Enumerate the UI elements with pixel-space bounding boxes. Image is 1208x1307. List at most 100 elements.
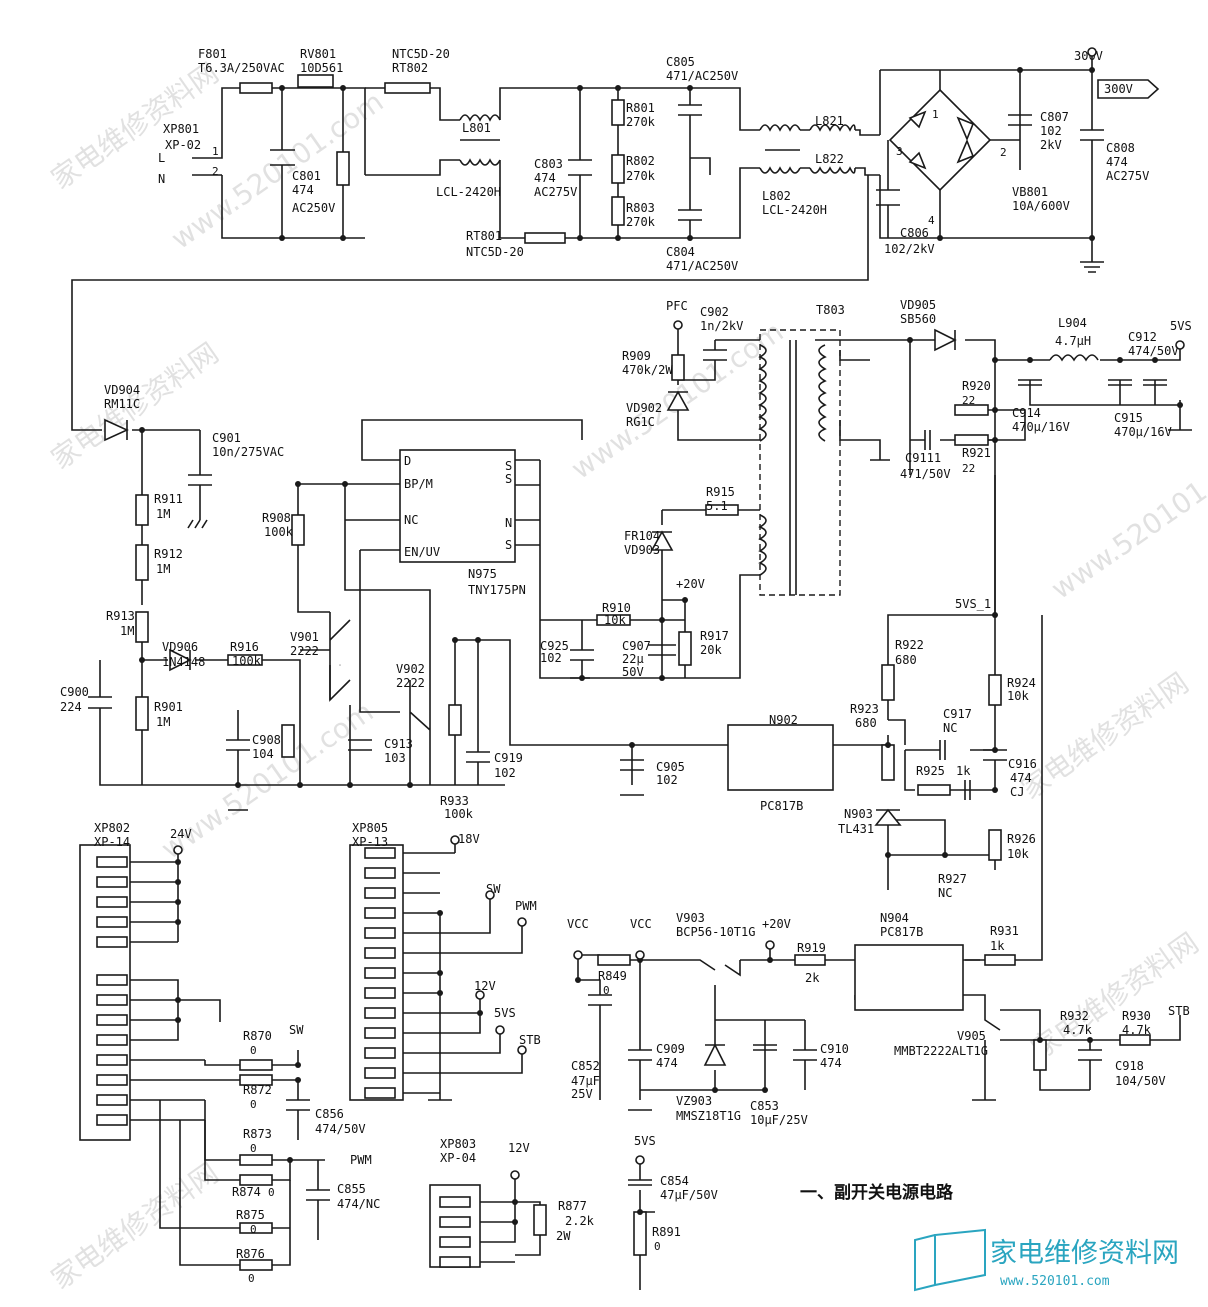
junction-dot (175, 997, 181, 1003)
component-label: L801 (462, 121, 491, 135)
component-label: 4.7k (1122, 1023, 1152, 1037)
component-label: LCL-2420H (762, 203, 827, 217)
connector-pin (364, 1067, 396, 1079)
component-label: C856 (315, 1107, 344, 1121)
component-label: R849 (598, 969, 627, 983)
junction-dot (992, 357, 998, 363)
connector-pin (96, 1094, 128, 1106)
component-label: VD902 (626, 401, 662, 415)
component-label: L821 (815, 114, 844, 128)
component-label: 474 (292, 183, 314, 197)
junction-dot (992, 747, 998, 753)
junction-dot (637, 1209, 643, 1215)
junction-dot (139, 427, 145, 433)
component-label: R915 (706, 485, 735, 499)
component-label: 18V (458, 832, 480, 846)
component-label: 470k/2W (622, 363, 673, 377)
component-label: V901 (290, 630, 319, 644)
component-label: RT801 (466, 229, 502, 243)
component-label: 22μ (622, 652, 644, 666)
component-labels: F801T6.3A/250VACRV80110D561NTC5D-20RT802… (60, 47, 1192, 1285)
connector-pin (96, 916, 128, 928)
component-label: C908 (252, 733, 281, 747)
component-label: 2222 (290, 644, 319, 658)
component-label: C907 (622, 639, 651, 653)
terminal (635, 950, 645, 960)
component-label: 5VS (494, 1006, 516, 1020)
component-label: 100k (264, 525, 294, 539)
component-label: SW (289, 1023, 304, 1037)
component-label: MMSZ18T1G (676, 1109, 741, 1123)
component-label: C9111 (905, 451, 941, 465)
component-label: 47μF (571, 1074, 600, 1088)
component-label: RT802 (392, 61, 428, 75)
terminal (450, 835, 460, 845)
connector-pin (96, 936, 128, 948)
component-label: 100k (232, 654, 262, 668)
connector-pin (96, 856, 128, 868)
component-label: C905 (656, 760, 685, 774)
component-label: 474 (1010, 771, 1032, 785)
component-label: C909 (656, 1042, 685, 1056)
terminal (173, 845, 183, 855)
component-label: R901 (154, 700, 183, 714)
logo-text: 家电维修资料网 (990, 1238, 1179, 1269)
junction-dot (139, 657, 145, 663)
junction-dot (175, 1017, 181, 1023)
junction-dot (1027, 357, 1033, 363)
component-label: 1 (932, 108, 939, 121)
junction-dot (1017, 67, 1023, 73)
component-label: AC275V (1106, 169, 1149, 183)
component-label: V903 (676, 911, 705, 925)
component-label: C803 (534, 157, 563, 171)
component-label: 270k (626, 215, 656, 229)
component-label: R908 (262, 511, 291, 525)
terminal (673, 320, 683, 330)
junction-dot (175, 919, 181, 925)
component-label: R909 (622, 349, 651, 363)
junction-dot (452, 637, 458, 643)
component-label: RG1C (626, 415, 655, 429)
component-label: C916 (1008, 757, 1037, 771)
junction-dot (287, 1157, 293, 1163)
component-label: 0 (654, 1240, 661, 1253)
component-label: 1N4148 (162, 655, 205, 669)
component-label: R917 (700, 629, 729, 643)
component-label: 47μF/50V (660, 1188, 718, 1202)
component-label: 102 (656, 773, 678, 787)
connector-pin (364, 847, 396, 859)
junction-dot (992, 437, 998, 443)
junction-dot (712, 1087, 718, 1093)
component-label: N904 (880, 911, 909, 925)
component-label: STB (519, 1033, 541, 1047)
junction-dot (295, 1077, 301, 1083)
component-label: RV801 (300, 47, 336, 61)
junction-dot (659, 675, 665, 681)
component-label: C902 (700, 305, 729, 319)
component-label: R801 (626, 101, 655, 115)
component-label: R930 (1122, 1009, 1151, 1023)
component-label: C804 (666, 245, 695, 259)
junction-dot (992, 612, 998, 618)
junction-dot (340, 235, 346, 241)
component-label: 12V (508, 1141, 530, 1155)
junction-dot (1089, 235, 1095, 241)
component-label: C913 (384, 737, 413, 751)
component-label: VCC (567, 917, 589, 931)
terminal (485, 890, 495, 900)
component-label: R803 (626, 201, 655, 215)
junction-dot (477, 1010, 483, 1016)
component-label: FR104 (624, 529, 660, 543)
component-label: 474/NC (337, 1197, 380, 1211)
component-label: R911 (154, 492, 183, 506)
component-label: R933 (440, 794, 469, 808)
component-label: 10μF/25V (750, 1113, 808, 1127)
component-label: 100k (444, 807, 474, 821)
junction-dot (475, 637, 481, 643)
junction-dot (1117, 357, 1123, 363)
component-label: R910 (602, 601, 631, 615)
component-label: C855 (337, 1182, 366, 1196)
component-label: NC (938, 886, 952, 900)
component-label: NC (943, 721, 957, 735)
connector-pin (96, 1054, 128, 1066)
